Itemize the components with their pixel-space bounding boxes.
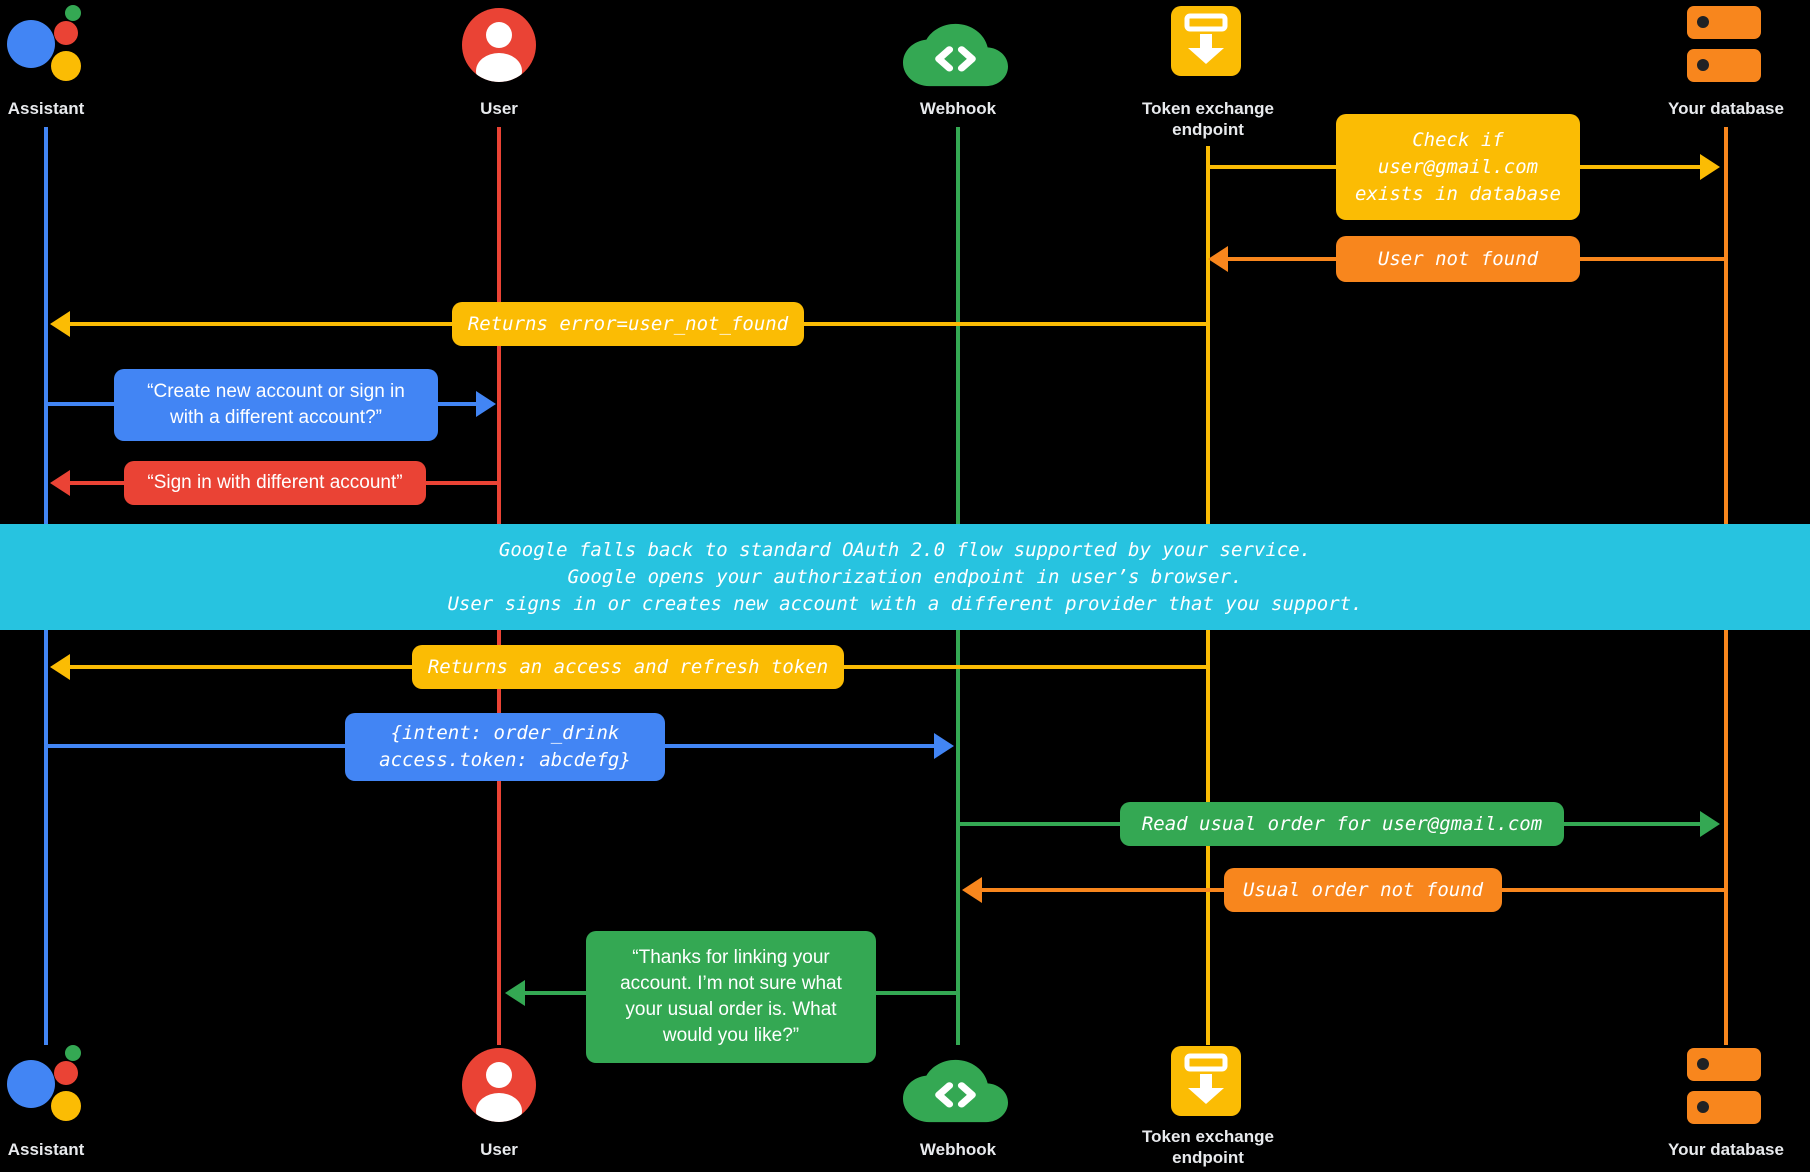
message-intent-payload: {intent: order_drink access.token: abcde… <box>345 713 665 781</box>
cloud-code-icon <box>903 20 1008 95</box>
arrowhead-thanks-for-linking <box>505 980 525 1006</box>
message-returns-tokens: Returns an access and refresh token <box>412 645 844 689</box>
database-icon <box>1687 1048 1761 1129</box>
database-label: Your database <box>1668 99 1784 118</box>
message-returns-error: Returns error=user_not_found <box>452 302 804 346</box>
user-label: User <box>480 1140 518 1159</box>
arrowhead-intent-payload <box>934 733 954 759</box>
arrowhead-returns-error <box>50 311 70 337</box>
arrowhead-returns-tokens <box>50 654 70 680</box>
cloud-code-icon <box>903 1056 1008 1131</box>
message-read-usual-order: Read usual order for user@gmail.com <box>1120 802 1564 846</box>
token-exchange-icon <box>1171 2 1241 85</box>
arrowhead-user-not-found <box>1208 246 1228 272</box>
arrowhead-create-account <box>476 391 496 417</box>
token-exchange-label: Token exchange endpoint <box>1142 1127 1274 1167</box>
message-thanks-for-linking: “Thanks for linking your account. I’m no… <box>586 931 876 1063</box>
webhook-label: Webhook <box>919 99 997 118</box>
message-user-not-found: User not found <box>1336 236 1580 282</box>
message-usual-order-not-found: Usual order not found <box>1224 868 1502 912</box>
arrowhead-read-usual-order <box>1700 811 1720 837</box>
user-label: User <box>480 99 518 118</box>
arrowhead-usual-order-not-found <box>962 877 982 903</box>
google-assistant-icon <box>4 2 88 99</box>
google-assistant-icon <box>4 1042 88 1139</box>
oauth-fallback-banner: Google falls back to standard OAuth 2.0 … <box>0 524 1810 630</box>
arrowhead-sign-in-different <box>50 470 70 496</box>
token-exchange-label: Token exchange endpoint <box>1142 99 1274 139</box>
message-sign-in-different: “Sign in with different account” <box>124 461 426 505</box>
database-icon <box>1687 6 1761 87</box>
database-label: Your database <box>1668 1140 1784 1159</box>
arrowhead-check-user <box>1700 154 1720 180</box>
token-exchange-icon <box>1171 1042 1241 1125</box>
message-check-user: Check if user@gmail.com exists in databa… <box>1336 114 1580 220</box>
user-icon <box>462 1048 536 1127</box>
message-create-account: “Create new account or sign in with a di… <box>114 369 438 441</box>
assistant-label: Assistant <box>7 99 85 118</box>
webhook-label: Webhook <box>919 1140 997 1159</box>
assistant-label: Assistant <box>7 1140 85 1159</box>
user-icon <box>462 8 536 87</box>
